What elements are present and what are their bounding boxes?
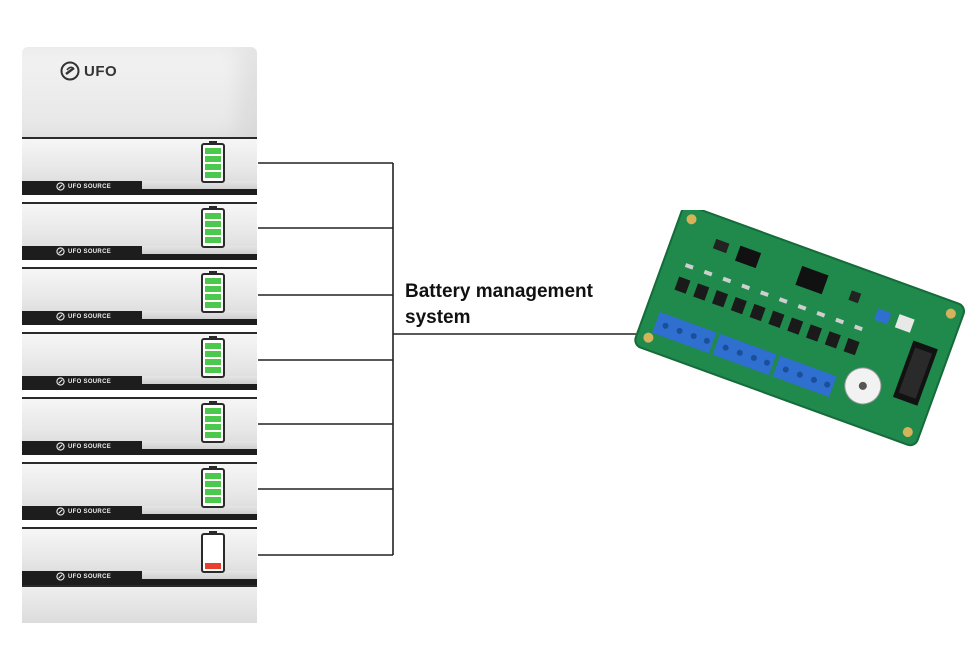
module-label: UFO SOURCE: [68, 313, 112, 320]
battery-low-icon: [201, 531, 225, 573]
ufo-logo-icon: [60, 61, 80, 81]
ufo-logo-icon: [56, 572, 65, 581]
brand-name: UFO: [84, 62, 118, 80]
battery-full-icon: [201, 336, 225, 378]
battery-full-icon: [201, 271, 225, 313]
battery-module-2: UFO SOURCE: [22, 202, 257, 262]
ufo-logo-icon: [56, 182, 65, 191]
module-label: UFO SOURCE: [68, 508, 112, 515]
battery-module-7: UFO SOURCE: [22, 527, 257, 587]
module-label: UFO SOURCE: [68, 183, 112, 190]
bms-label-line1: Battery management: [405, 281, 593, 302]
ufo-logo-icon: [56, 312, 65, 321]
module-label: UFO SOURCE: [68, 248, 112, 255]
brand: UFO: [60, 61, 117, 81]
ufo-logo-icon: [56, 442, 65, 451]
battery-module-3: UFO SOURCE: [22, 267, 257, 327]
battery-module-4: UFO SOURCE: [22, 332, 257, 392]
battery-module-6: UFO SOURCE: [22, 462, 257, 522]
module-label: UFO SOURCE: [68, 443, 112, 450]
battery-stack-top-cap: UFO: [22, 47, 257, 137]
battery-full-icon: [201, 466, 225, 508]
ufo-logo-icon: [56, 507, 65, 516]
module-label: UFO SOURCE: [68, 573, 112, 580]
bms-circuit-board: [634, 210, 965, 447]
module-label: UFO SOURCE: [68, 378, 112, 385]
battery-full-icon: [201, 206, 225, 248]
battery-module-5: UFO SOURCE: [22, 397, 257, 457]
battery-stack-base: [22, 585, 257, 623]
battery-full-icon: [201, 401, 225, 443]
ufo-logo-icon: [56, 247, 65, 256]
bms-label-line2: system: [405, 307, 471, 328]
ufo-logo-icon: [56, 377, 65, 386]
battery-module-1: UFO SOURCE: [22, 137, 257, 197]
battery-full-icon: [201, 141, 225, 183]
bms-label: Battery management system: [405, 279, 593, 331]
